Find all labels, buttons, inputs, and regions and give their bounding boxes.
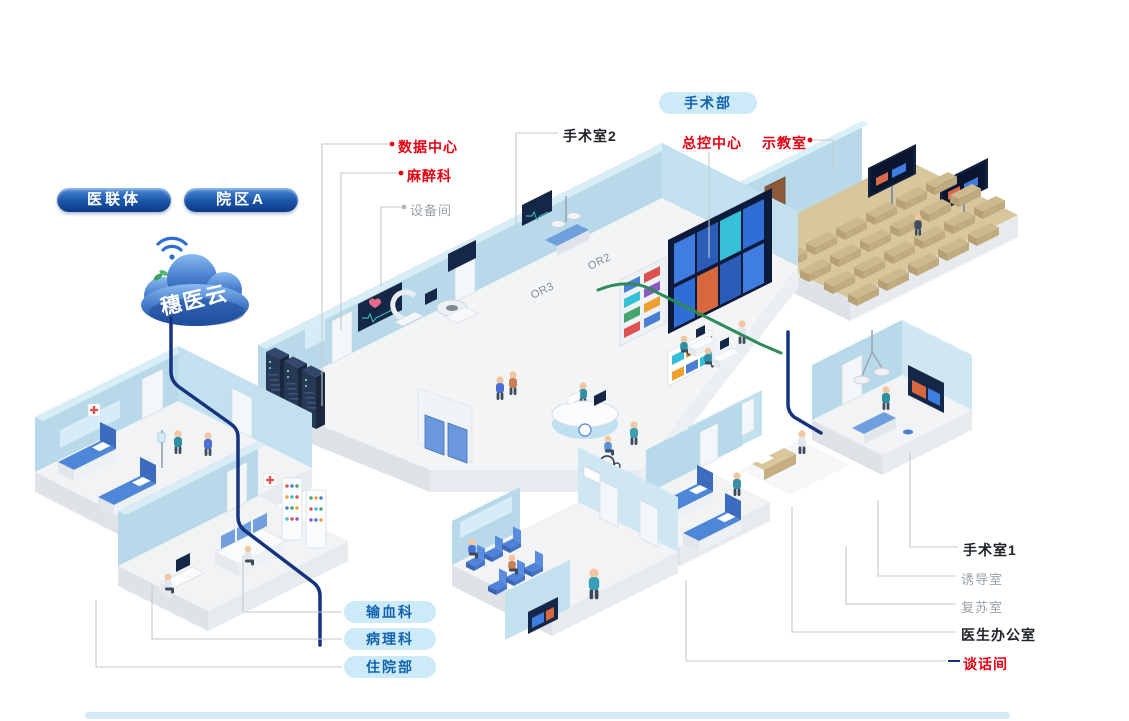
cloud-network: 穗医云 — [141, 236, 249, 326]
or1-wall-screen — [908, 365, 944, 413]
wall-door — [331, 310, 353, 364]
central-suite — [258, 143, 798, 492]
leader-lines — [95, 132, 960, 668]
callout-doctor-office: 医生办公室 — [961, 627, 1036, 643]
network-cables — [169, 282, 823, 647]
callout-recovery-room: 复苏室 — [961, 600, 1004, 615]
reception-desk — [551, 382, 619, 439]
or2-room — [522, 190, 589, 256]
wall-door — [639, 499, 659, 548]
medical-alliance-pill[interactable]: 医联体 — [57, 188, 171, 212]
cable-navy-left — [169, 316, 322, 647]
blood-transfusion-pill[interactable]: 输血科 — [344, 601, 436, 623]
entrance-double-door — [417, 387, 473, 464]
wall-door — [231, 387, 253, 439]
callout-data-center: 数据中心 — [398, 139, 458, 155]
c-arm-machine — [390, 288, 437, 327]
wall-door — [141, 368, 164, 420]
or1-suite — [812, 320, 972, 475]
talk-room-wall — [505, 560, 570, 640]
leader-dots — [389, 137, 813, 210]
specimen-cabinet — [281, 477, 327, 549]
wifi-icon — [156, 236, 188, 260]
poster-wall — [619, 256, 667, 347]
iv-stand — [157, 430, 166, 468]
wall-window — [305, 318, 325, 350]
callout-talk-room: 谈话间 — [963, 656, 1008, 672]
callout-demo-classroom: 示教室 — [762, 135, 807, 151]
wall-door — [599, 479, 619, 528]
callout-anesthesia: 麻醉科 — [407, 168, 452, 184]
vital-monitor-screen — [358, 282, 402, 332]
footer-strip — [85, 712, 1010, 719]
inpatient-pill[interactable]: 住院部 — [344, 656, 436, 678]
exam-table — [752, 448, 796, 480]
scanner-machine — [436, 240, 479, 324]
wall-door — [841, 354, 863, 406]
callout-operating-room-1: 手术室1 — [963, 542, 1017, 558]
surgery-dept-pill[interactable]: 手术部 — [659, 92, 757, 114]
wall-door — [699, 422, 719, 469]
video-wall — [668, 188, 772, 334]
wall-window — [60, 400, 120, 448]
cable-navy-right — [786, 330, 823, 435]
ac-unit — [583, 465, 601, 485]
surgical-light-icon — [853, 330, 891, 385]
waiting-area — [452, 447, 678, 640]
wall-window — [460, 496, 512, 538]
red-cross-icon — [87, 403, 101, 417]
stool — [903, 429, 913, 435]
callout-induction-room: 诱导室 — [961, 572, 1004, 587]
red-cross-icon — [263, 473, 277, 487]
campus-a-pill[interactable]: 院区A — [184, 188, 298, 212]
pathology-pill[interactable]: 病理科 — [344, 628, 436, 650]
callout-equipment-room: 设备间 — [410, 203, 453, 218]
lab-bench — [214, 513, 287, 576]
cloud-icon — [141, 254, 249, 326]
cable-green — [596, 282, 783, 355]
pathology-lab — [118, 441, 348, 631]
callout-operating-room-2: 手术室2 — [563, 128, 617, 144]
callout-master-control: 总控中心 — [682, 135, 742, 151]
operating-table — [852, 412, 896, 444]
